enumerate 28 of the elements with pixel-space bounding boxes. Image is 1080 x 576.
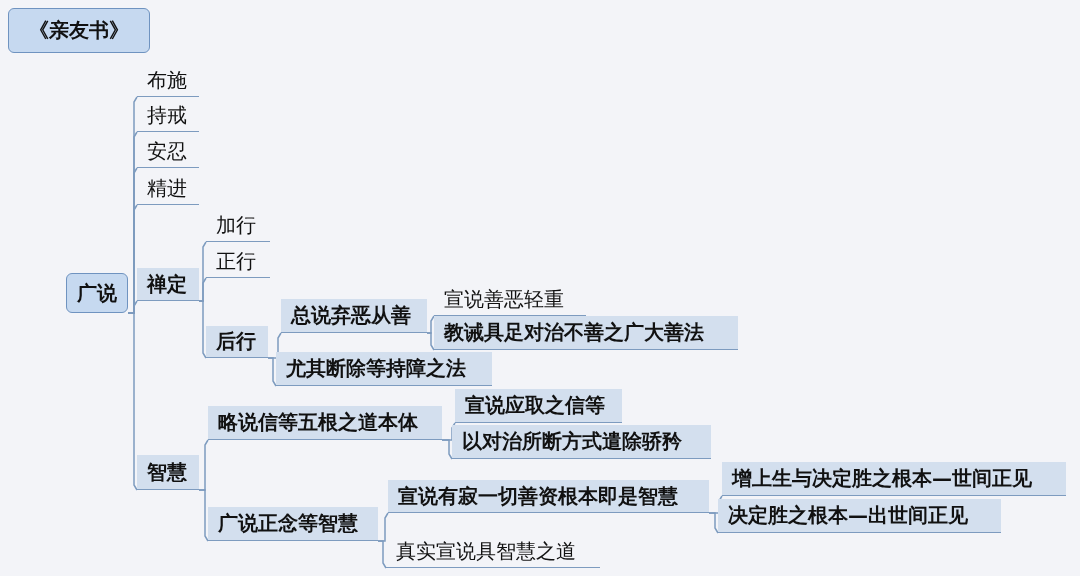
topic-box: 教诫具足对治不善之广大善法: [434, 316, 738, 350]
topic-box: 布施: [137, 64, 199, 97]
topic-box: 持戒: [137, 100, 199, 132]
topic-box: 宣说有寂一切善资根本即是智慧: [388, 480, 709, 513]
topic-box: 总说弃恶从善: [281, 299, 427, 333]
topic-box: 增上生与决定胜之根本—世间正见: [722, 462, 1066, 496]
topic-box: 正行: [206, 245, 270, 278]
topic-box: 广说: [66, 273, 128, 313]
topic-box: 智慧: [137, 455, 199, 490]
topic-box: 加行: [206, 209, 270, 242]
branch-line: [198, 489, 209, 542]
topic-box: 禅定: [137, 268, 199, 301]
branch-line: [426, 332, 435, 351]
branch-line: [441, 439, 453, 460]
topic-box: 宣说应取之信等: [455, 389, 622, 423]
topic-box: 精进: [137, 172, 199, 205]
topic-box: 真实宣说具智慧之道: [386, 535, 600, 568]
branch-line: [377, 540, 387, 569]
topic-box: 以对治所断方式遣除骄矜: [452, 425, 711, 459]
topic-box: 广说正念等智慧: [208, 507, 378, 541]
topic-box: 略说信等五根之道本体: [208, 406, 442, 440]
topic-box: 尤其断除等持障之法: [276, 352, 492, 386]
branch-line: [708, 512, 719, 534]
topic-box: 决定胜之根本—出世间正见: [718, 499, 1001, 533]
title-box: 《亲友书》: [8, 8, 150, 53]
branch-line: [267, 357, 277, 387]
topic-box: 后行: [206, 326, 268, 358]
topic-box: 安忍: [137, 136, 199, 168]
